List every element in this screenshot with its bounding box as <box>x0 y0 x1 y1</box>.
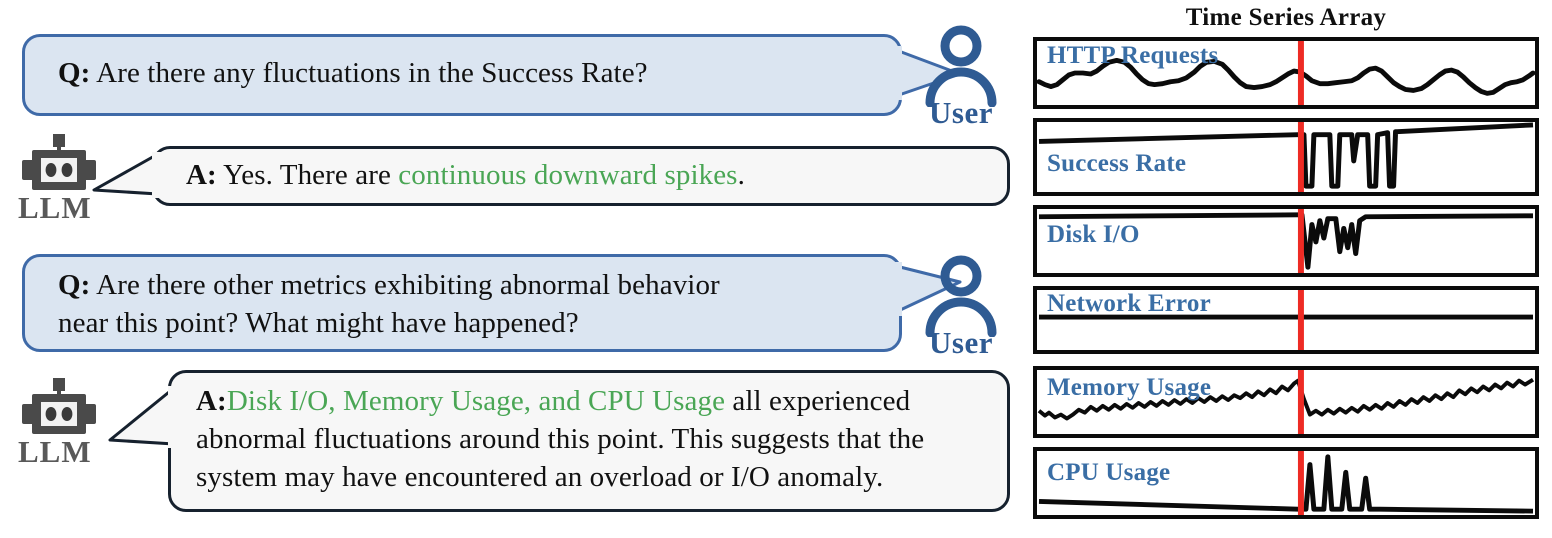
bubble-tail-icon <box>108 386 178 448</box>
a-body-plain-1: Yes. There are <box>216 159 399 191</box>
a-prefix: A: <box>196 385 227 417</box>
time-series-panel: Time Series Array HTTP Requests Success … <box>1020 0 1552 538</box>
bubble-tail-icon <box>894 262 962 316</box>
anomaly-marker-line <box>1297 370 1304 434</box>
q-prefix: Q: <box>58 269 91 301</box>
series-panel-memory-usage[interactable]: Memory Usage <box>1033 366 1539 438</box>
series-plot <box>1037 41 1535 105</box>
bubble-tail-icon <box>894 46 962 100</box>
series-plot <box>1038 290 1534 350</box>
series-panel-network-error[interactable]: Network Error <box>1033 286 1539 354</box>
llm-robot-icon <box>22 134 96 190</box>
anomaly-marker-line <box>1297 209 1304 273</box>
q-body-line1: Are there other metrics exhibiting abnor… <box>90 269 720 301</box>
user-label-1: User <box>929 95 993 130</box>
anomaly-marker-line <box>1297 41 1304 105</box>
a-body-plain-2: . <box>737 159 745 191</box>
series-panel-cpu-usage[interactable]: CPU Usage <box>1033 447 1539 519</box>
user-question-bubble-2[interactable]: Q: Are there other metrics exhibiting ab… <box>22 254 962 352</box>
conversation-panel: Q: Are there any fluctuations in the Suc… <box>18 25 1010 512</box>
series-panel-success-rate[interactable]: Success Rate <box>1033 118 1539 196</box>
a-prefix: A: <box>186 159 217 191</box>
a-highlight-1: continuous downward spikes <box>398 159 738 191</box>
series-plot <box>1037 370 1535 434</box>
anomaly-marker-line <box>1297 122 1304 192</box>
a-body-line2: abnormal fluctuations around this point.… <box>196 423 925 455</box>
series-plot <box>1038 122 1534 192</box>
q-body: Are there any fluctuations in the Succes… <box>90 57 648 89</box>
llm-label-1: LLM <box>18 190 92 225</box>
user-question-bubble-1[interactable]: Q: Are there any fluctuations in the Suc… <box>22 34 962 116</box>
bubble-tail-icon <box>92 152 162 198</box>
bubble-background <box>22 34 902 116</box>
series-plot <box>1038 451 1534 515</box>
user-label-2: User <box>929 325 993 360</box>
llm-answer-bubble-2[interactable]: A:Disk I/O, Memory Usage, and CPU Usage … <box>108 370 1010 512</box>
a-highlight-2: Disk I/O, Memory Usage, and CPU Usage <box>226 385 726 417</box>
answer-text-1: A: Yes. There are continuous downward sp… <box>186 156 986 194</box>
q-prefix: Q: <box>58 57 91 89</box>
series-panel-disk-io[interactable]: Disk I/O <box>1033 205 1539 277</box>
llm-answer-bubble-1[interactable]: A: Yes. There are continuous downward sp… <box>92 146 1010 206</box>
a-body-plain-1: all experienced <box>725 385 911 417</box>
time-series-title: Time Series Array <box>1185 4 1387 31</box>
anomaly-marker-line <box>1297 451 1304 515</box>
bubble-background <box>152 146 1010 206</box>
answer-text-2: A:Disk I/O, Memory Usage, and CPU Usage … <box>196 382 996 496</box>
series-plot <box>1038 209 1534 273</box>
llm-label-2: LLM <box>18 434 92 469</box>
anomaly-marker-line <box>1297 290 1304 350</box>
series-panel-http-requests[interactable]: HTTP Requests <box>1033 37 1539 109</box>
question-text-2: Q: Are there other metrics exhibiting ab… <box>58 266 888 342</box>
q-body-line2: near this point? What might have happene… <box>58 307 579 339</box>
user-avatar-icon <box>925 255 997 337</box>
a-body-line3: system may have encountered an overload … <box>196 461 884 493</box>
llm-robot-icon <box>22 378 96 434</box>
user-avatar-icon <box>925 25 997 107</box>
bubble-background <box>168 370 1010 512</box>
question-text-1: Q: Are there any fluctuations in the Suc… <box>58 54 878 92</box>
